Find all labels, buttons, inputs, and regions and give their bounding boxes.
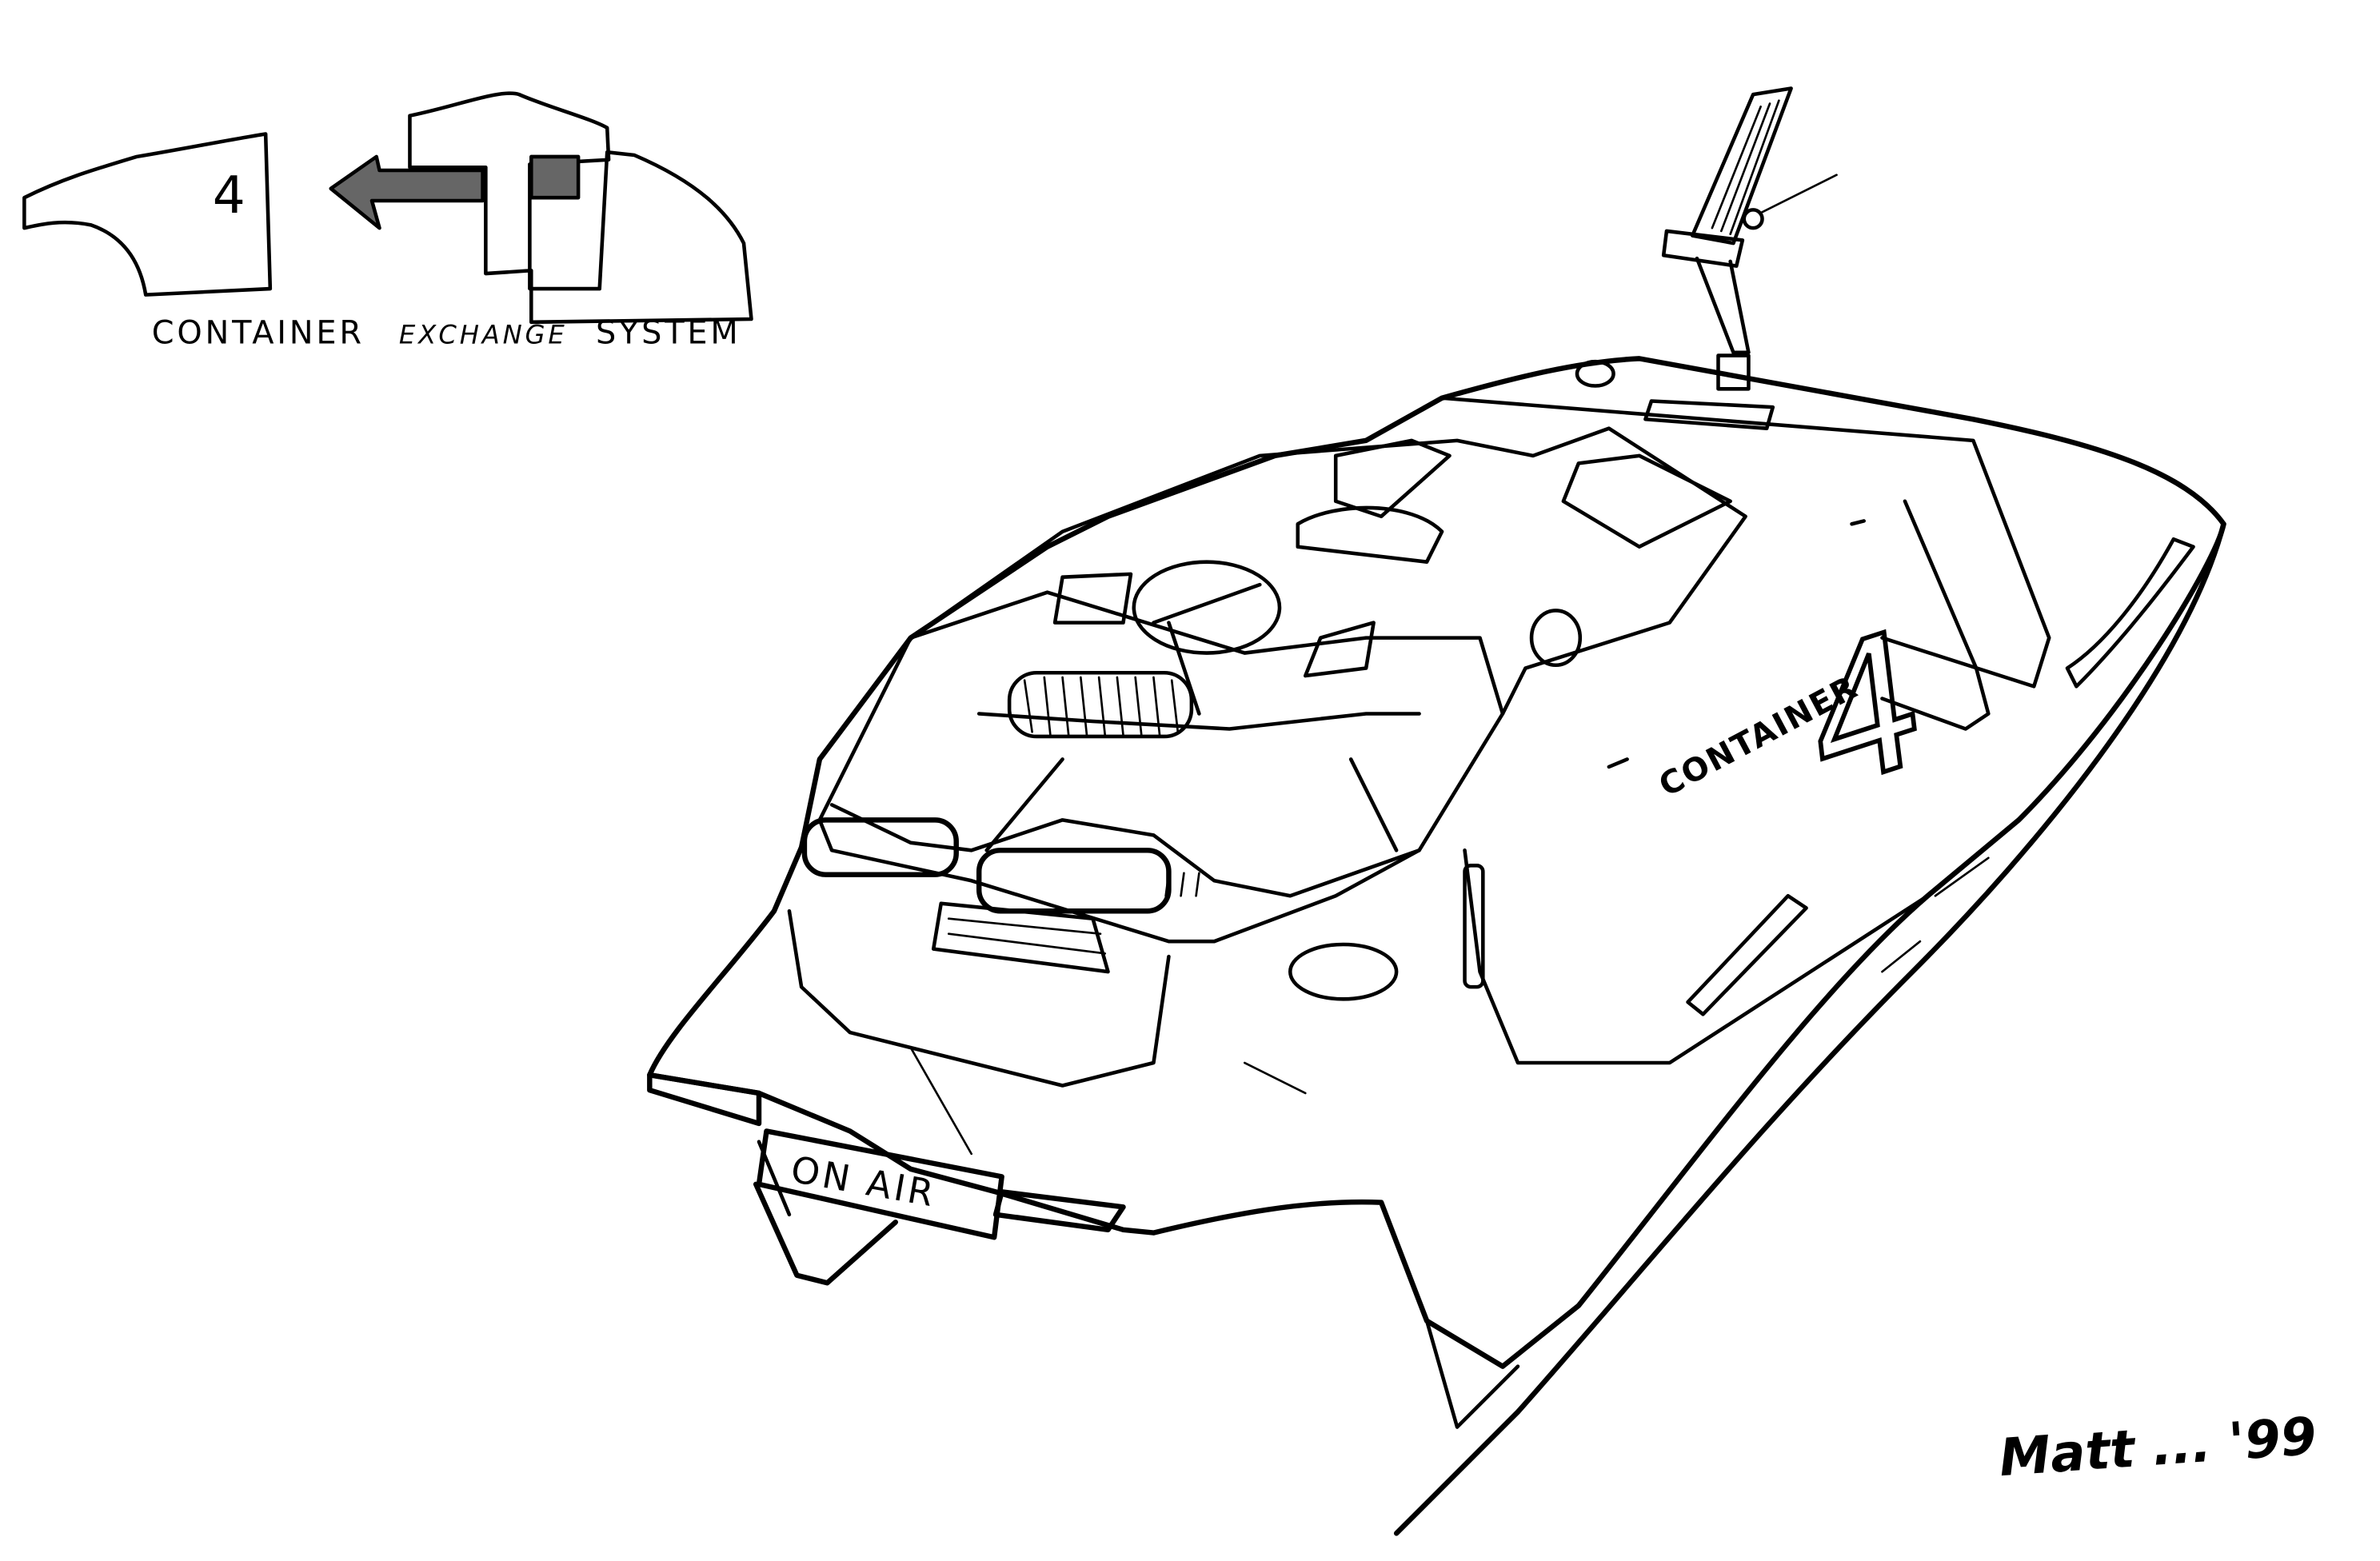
exchange-diagram: 4 CONTAINER EXCHANGE SYSTEM bbox=[22, 91, 753, 351]
docking-clamp bbox=[529, 154, 581, 200]
shuttle-profile-outline bbox=[408, 91, 753, 325]
dorsal-module bbox=[817, 426, 1747, 944]
container-pod-outline bbox=[22, 132, 273, 297]
lower-sweep bbox=[1393, 521, 2226, 1536]
shuttle-illustration: CONTAINER 4 ON AIR bbox=[647, 86, 2226, 1536]
hull-outline bbox=[647, 356, 2226, 1369]
caption-word-container: CONTAINER bbox=[152, 314, 365, 351]
caption-word-exchange: EXCHANGE bbox=[399, 319, 568, 349]
exchange-arrow-icon bbox=[329, 154, 485, 230]
vent-grille bbox=[1007, 670, 1194, 739]
circular-hatch bbox=[1132, 560, 1282, 655]
intake-left bbox=[801, 817, 959, 877]
caption-word-system: SYSTEM bbox=[596, 314, 741, 351]
on-air-sign: ON AIR bbox=[753, 1128, 1004, 1286]
intake-right bbox=[976, 848, 1172, 914]
diagram-container-number: 4 bbox=[213, 166, 246, 226]
side-port bbox=[1288, 942, 1399, 1001]
hull-number: 4 bbox=[1777, 593, 1953, 831]
diagram-caption: CONTAINER EXCHANGE SYSTEM bbox=[152, 314, 741, 351]
artist-signature: Matt ... '99 bbox=[1997, 1407, 2318, 1489]
